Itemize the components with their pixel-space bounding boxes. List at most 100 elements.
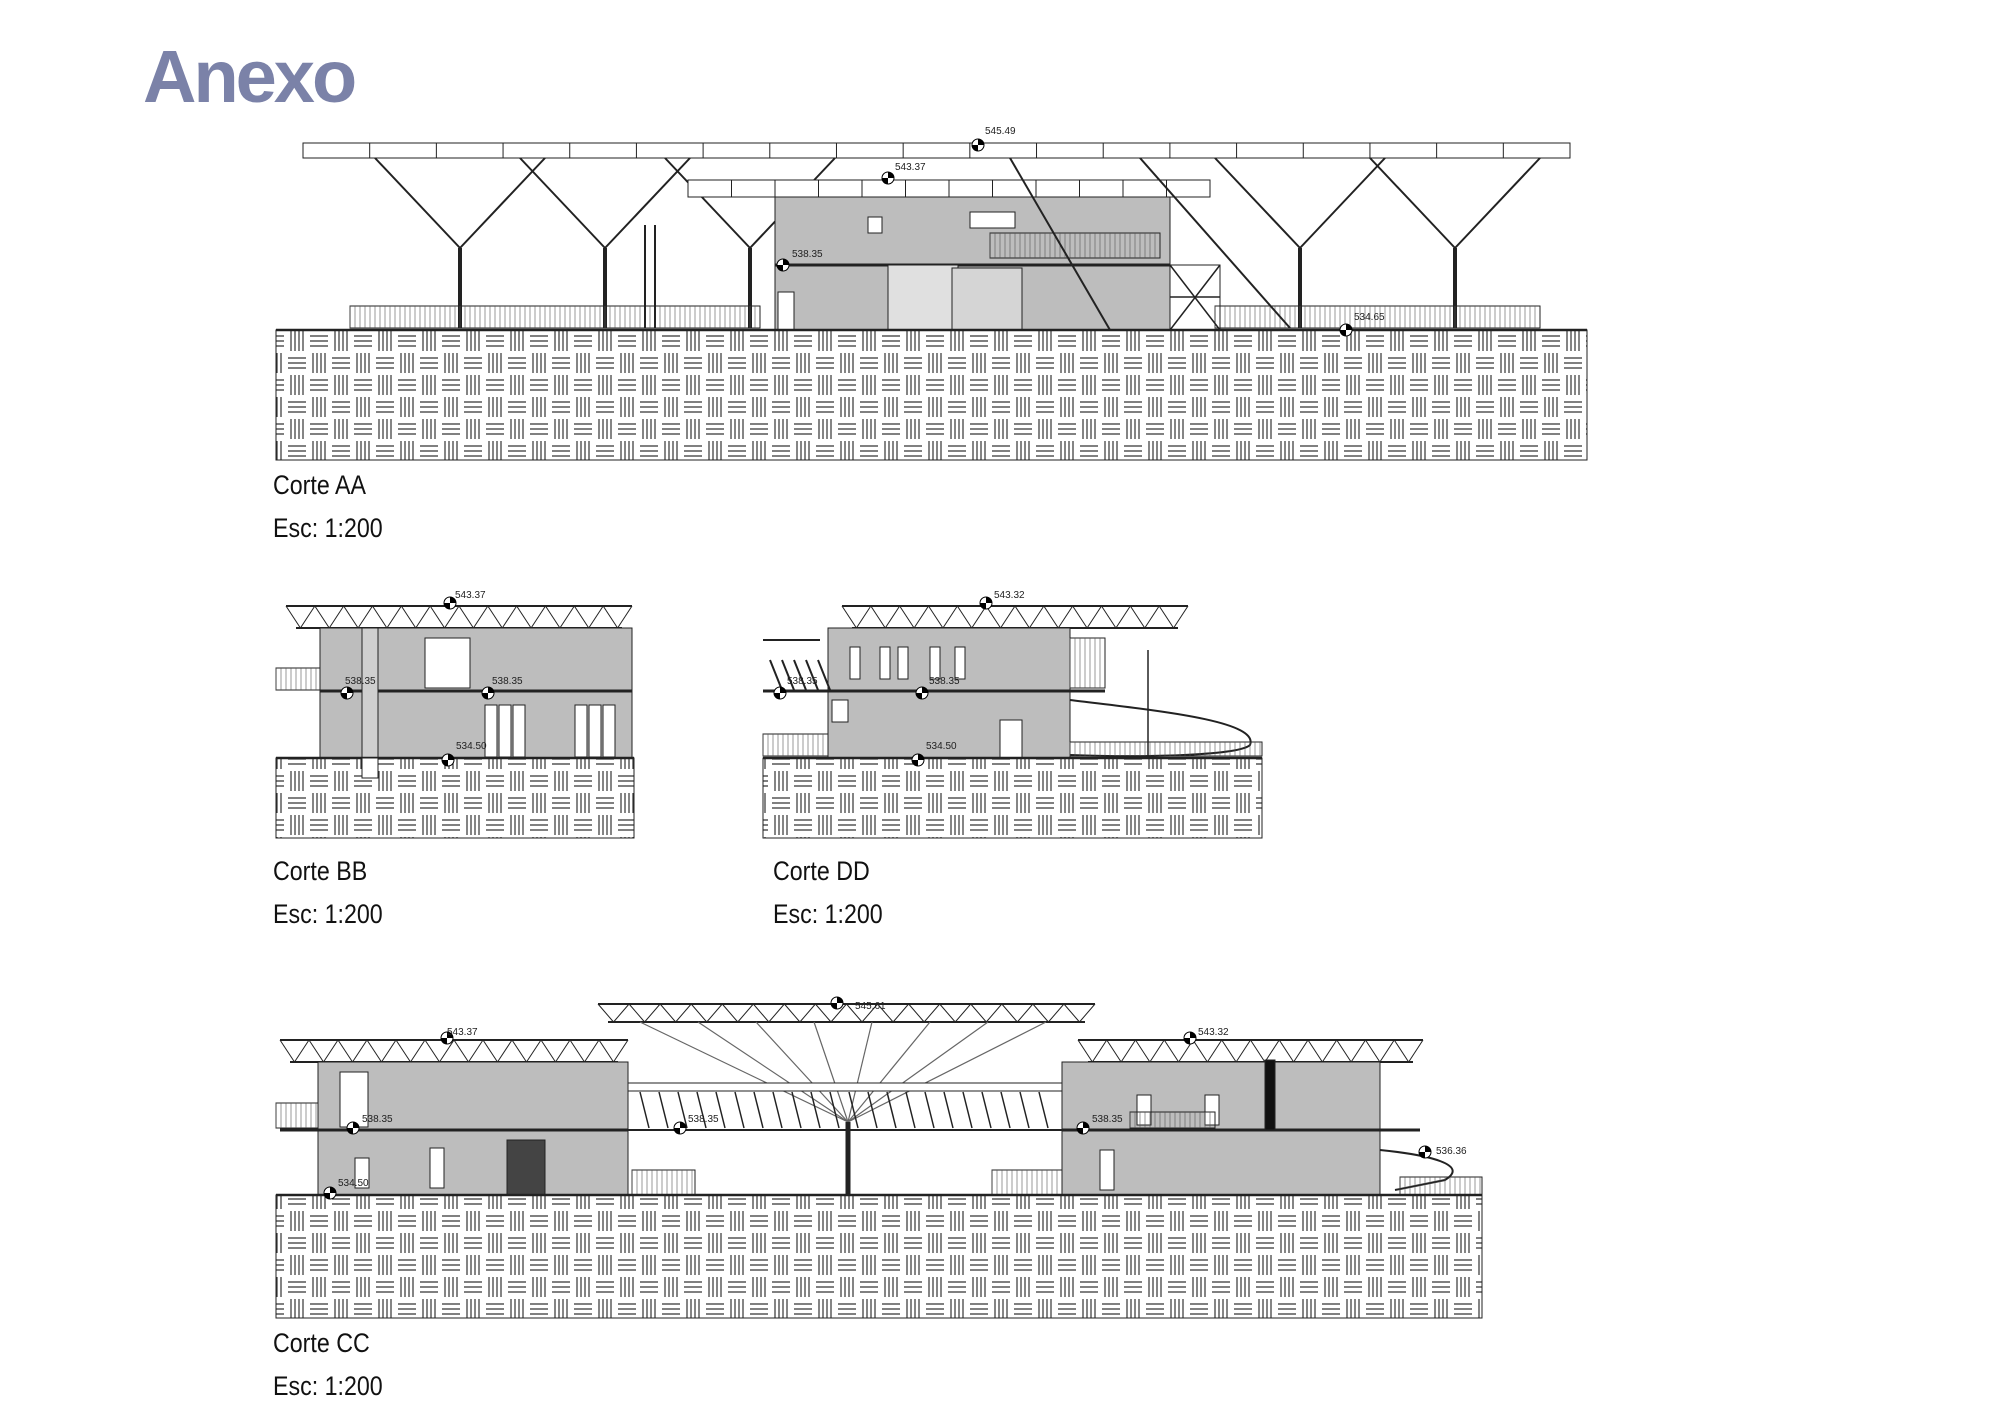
section-bb-title: Corte BB	[273, 856, 368, 886]
drawing-line	[482, 1039, 498, 1063]
door	[1204, 1094, 1220, 1126]
section-bb-levels: 543.37 538.35 538.35 534.50	[345, 590, 523, 752]
drawing-line	[815, 1003, 832, 1023]
railing	[631, 1169, 696, 1196]
drawing-line	[855, 605, 872, 629]
section-dd-title: Corte DD	[773, 856, 870, 886]
level-label: 545.49	[985, 126, 1016, 137]
drawing-line	[721, 1003, 739, 1023]
level-label: 538.35	[929, 676, 960, 687]
drawing-line	[294, 1039, 310, 1063]
screen	[506, 1139, 546, 1196]
window	[831, 699, 849, 723]
drawing-line	[829, 1091, 840, 1129]
drawing-line	[1120, 1039, 1136, 1063]
drawing-line	[783, 1003, 801, 1023]
drawing-line	[772, 1091, 783, 1129]
drawing-line	[884, 605, 901, 629]
door	[424, 637, 471, 689]
drawing-line	[813, 1021, 849, 1123]
drawing-line	[928, 605, 944, 629]
drawing-line	[569, 1039, 585, 1063]
building	[827, 627, 1071, 759]
drawing-line	[472, 605, 489, 629]
drawing-line	[886, 1091, 897, 1129]
drawing-line	[299, 605, 316, 629]
drawing-line	[768, 1003, 785, 1023]
drawing-line	[598, 1039, 614, 1063]
drawing-line	[848, 1091, 859, 1129]
stair	[361, 757, 379, 779]
drawing-line	[690, 1003, 708, 1023]
drawing-line	[1365, 1039, 1381, 1063]
level-label: 543.37	[895, 162, 926, 173]
drawing-line	[985, 1003, 1003, 1023]
drawing-line	[1091, 1039, 1108, 1063]
drawing-line	[981, 1091, 992, 1129]
drawing-line	[1048, 1003, 1065, 1023]
drawing-line	[439, 1039, 455, 1063]
level-label: 538.35	[362, 1114, 393, 1125]
level-marker-icon	[1184, 1032, 1196, 1044]
drawing-line	[734, 1091, 745, 1129]
drawing-line	[791, 1091, 802, 1129]
drawing-line	[1307, 1039, 1323, 1063]
drawing-line	[639, 1091, 650, 1129]
drawing-line	[752, 1003, 770, 1023]
drawing-line	[799, 1003, 816, 1023]
section-aa-scale: Esc: 1:200	[273, 513, 383, 543]
drawing-line	[613, 1039, 629, 1063]
level-marker-icon	[347, 1122, 359, 1134]
level-label: 543.32	[1198, 1027, 1229, 1038]
section-aa-title: Corte AA	[273, 470, 366, 500]
level-marker-icon	[972, 139, 984, 151]
drawing-line	[357, 605, 373, 629]
drawing-line	[1299, 157, 1386, 249]
level-label: 538.35	[792, 249, 823, 260]
drawing-line	[659, 1003, 677, 1023]
page-title: Anexo	[143, 35, 357, 118]
drawing-line	[696, 1091, 707, 1129]
section-cc-scale: Esc: 1:200	[273, 1371, 383, 1401]
section-cc-title: Corte CC	[273, 1328, 370, 1358]
level-label: 543.32	[994, 590, 1025, 601]
drawing-line	[1028, 605, 1045, 629]
drawing-line	[1454, 157, 1541, 249]
drawing-line	[604, 157, 691, 249]
level-marker-icon	[882, 172, 894, 184]
drawing-line	[372, 605, 388, 629]
level-marker-icon	[777, 259, 789, 271]
window	[849, 646, 861, 680]
drawing-line	[1158, 605, 1175, 629]
drawing-line	[1278, 1039, 1295, 1063]
glazing	[951, 267, 1023, 331]
drawing-line	[424, 1039, 440, 1063]
drawing-line	[314, 605, 330, 629]
level-marker-icon	[774, 687, 786, 699]
drawing-line	[410, 1039, 426, 1063]
drawing-line	[1192, 1039, 1208, 1063]
drawing-line	[395, 1039, 411, 1063]
drawing-line	[1379, 1039, 1395, 1063]
level-marker-icon	[674, 1122, 686, 1134]
drawing-line	[337, 1039, 353, 1063]
drawing-line	[954, 1003, 972, 1023]
level-marker-icon	[916, 687, 928, 699]
section-aa-levels: 545.49 543.37 538.35 534.65	[792, 126, 1385, 323]
drawing-line	[1016, 1003, 1034, 1023]
window	[954, 646, 966, 680]
drawing-line	[1086, 605, 1102, 629]
railing	[275, 667, 321, 691]
drawing-line	[769, 659, 783, 691]
drawing-line	[644, 1003, 661, 1023]
drawing-line	[677, 1091, 688, 1129]
drawing-line	[1001, 1003, 1018, 1023]
drawing-line	[323, 1039, 339, 1063]
drawing-line	[924, 1091, 935, 1129]
door	[1136, 1094, 1152, 1126]
drawing-line	[697, 1021, 849, 1123]
railing	[1069, 741, 1263, 757]
drawing-line	[970, 1003, 987, 1023]
drawing-line	[675, 1003, 692, 1023]
drawing-line	[1350, 1039, 1366, 1063]
